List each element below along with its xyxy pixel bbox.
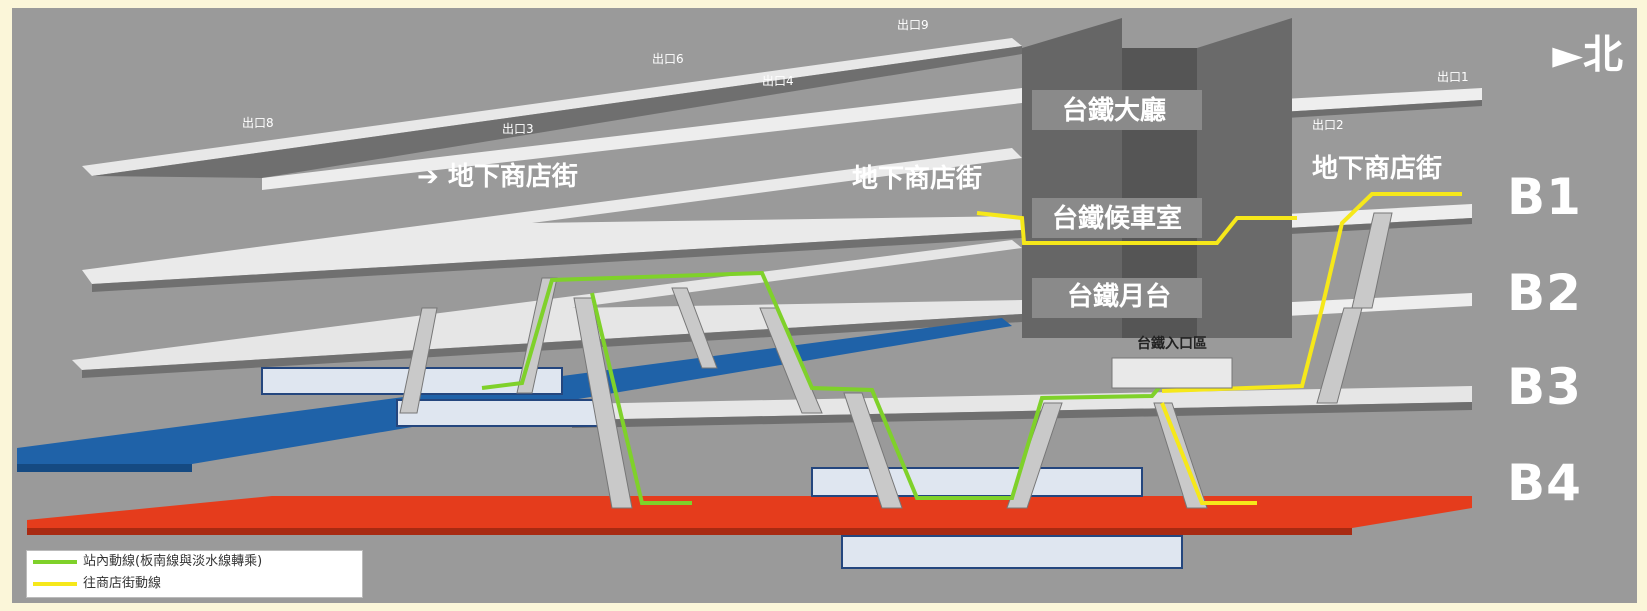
tra-hall-label: 台鐵大廳 bbox=[1062, 96, 1167, 126]
tra-building bbox=[1022, 18, 1292, 338]
yellow-route bbox=[976, 211, 1297, 245]
exit-1: 出口1 bbox=[1437, 70, 1469, 84]
escalators bbox=[399, 212, 1393, 509]
legend-yellow-label: 往商店街動線 bbox=[83, 576, 162, 591]
exit-3: 出口3 bbox=[502, 122, 534, 136]
legend-green: 站內動線(板南線與淡水線轉乘) bbox=[27, 551, 362, 573]
b3-level bbox=[572, 386, 1472, 428]
exit-6: 出口6 bbox=[652, 52, 684, 66]
level-b3: B3 bbox=[1507, 358, 1582, 416]
exit-9: 出口9 bbox=[897, 18, 929, 32]
legend-yellow: 往商店街動線 bbox=[27, 573, 362, 595]
exit-8: 出口8 bbox=[242, 116, 274, 130]
level-b2: B2 bbox=[1507, 264, 1582, 322]
mall-label-left-text: 地下商店街 bbox=[447, 162, 578, 192]
tra-entrance-box bbox=[1111, 357, 1233, 389]
station-section-drawing bbox=[17, 18, 1482, 569]
station-diagram: ►北 B1 B2 B3 B4 出口9 出口6 出口4 出口8 出口3 出口1 出… bbox=[12, 8, 1637, 603]
exit-2: 出口2 bbox=[1312, 118, 1344, 132]
green-route-b bbox=[590, 292, 692, 505]
legend: 站內動線(板南線與淡水線轉乘) 往商店街動線 bbox=[26, 550, 363, 598]
yellow-route-c bbox=[1160, 402, 1257, 505]
legend-green-swatch bbox=[33, 560, 77, 564]
ground-level bbox=[82, 38, 1482, 190]
legend-green-label: 站內動線(板南線與淡水線轉乘) bbox=[83, 554, 263, 569]
level-b4: B4 bbox=[1507, 454, 1582, 512]
red-line-platform bbox=[27, 496, 1472, 535]
tra-waiting-label: 台鐵候車室 bbox=[1052, 204, 1183, 234]
exit-4: 出口4 bbox=[762, 74, 794, 88]
legend-yellow-swatch bbox=[33, 582, 77, 586]
mall-label-center: 地下商店街 bbox=[852, 164, 983, 194]
tra-platform-label: 台鐵月台 bbox=[1067, 282, 1172, 312]
mall-label-left: ➔ 地下商店街 bbox=[417, 162, 578, 192]
green-route bbox=[481, 270, 1164, 500]
tra-entrance-label: 台鐵入口區 bbox=[1137, 336, 1207, 352]
yellow-route-b bbox=[1161, 192, 1462, 393]
level-b1: B1 bbox=[1507, 168, 1582, 226]
north-indicator: ►北 bbox=[1552, 32, 1623, 78]
mall-label-right: 地下商店街 bbox=[1312, 154, 1443, 184]
